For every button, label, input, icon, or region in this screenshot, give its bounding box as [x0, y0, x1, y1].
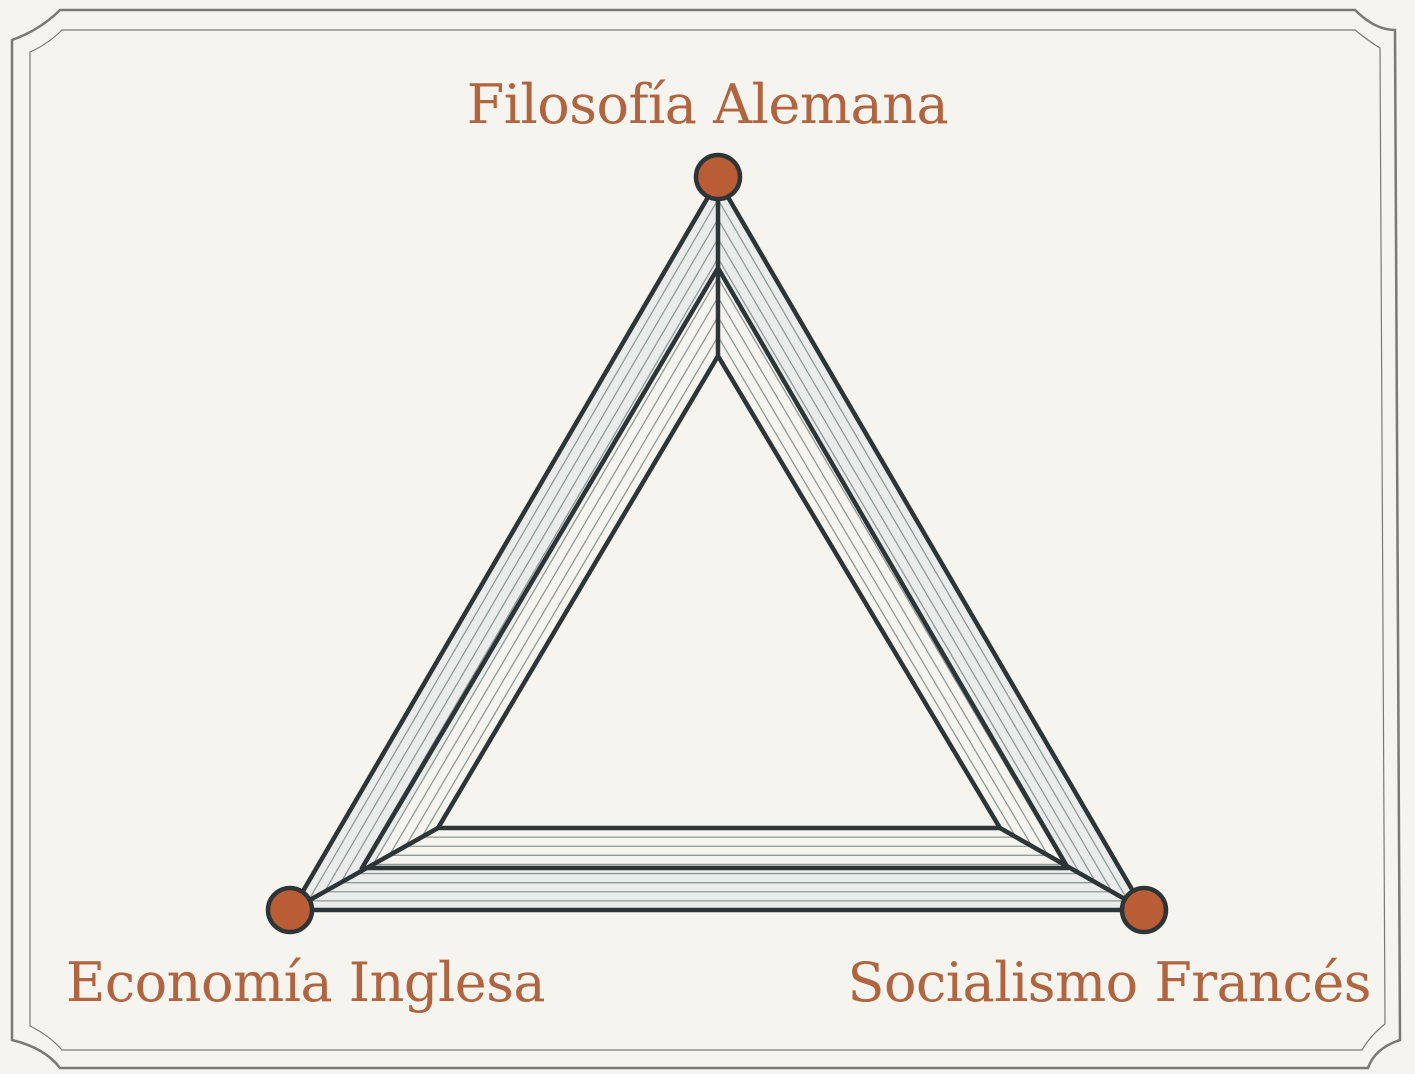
right-ridge-line [998, 826, 1146, 912]
hatch-line [372, 277, 719, 865]
outer-triangle [289, 177, 1147, 913]
hatch-line [717, 238, 1097, 883]
hatch-line [421, 336, 719, 838]
hatch-line [388, 297, 719, 856]
triangle-outlines [289, 177, 1147, 913]
hatch-line [717, 218, 1113, 893]
hatch-line [307, 199, 719, 902]
node-label-right: Socialismo Francés [847, 951, 1371, 1014]
node-label-top: Filosofía Alemana [466, 73, 949, 136]
hatch-line [717, 297, 1049, 856]
left-ridge-line [290, 826, 440, 912]
node-left [265, 885, 315, 935]
hatch-line [404, 316, 719, 847]
hatch-line [717, 199, 1129, 902]
hatch-line [340, 238, 719, 883]
middle-triangle [359, 265, 1071, 871]
hatch-line [717, 316, 1033, 847]
hatch-line [323, 218, 719, 893]
node-label-left: Economía Inglesa [66, 951, 546, 1014]
hatch-lines [307, 199, 1129, 902]
inner-triangle [435, 353, 1003, 831]
hatch-line [717, 336, 1017, 838]
hatch-line [717, 257, 1081, 874]
node-top [693, 152, 743, 202]
node-right [1119, 885, 1169, 935]
